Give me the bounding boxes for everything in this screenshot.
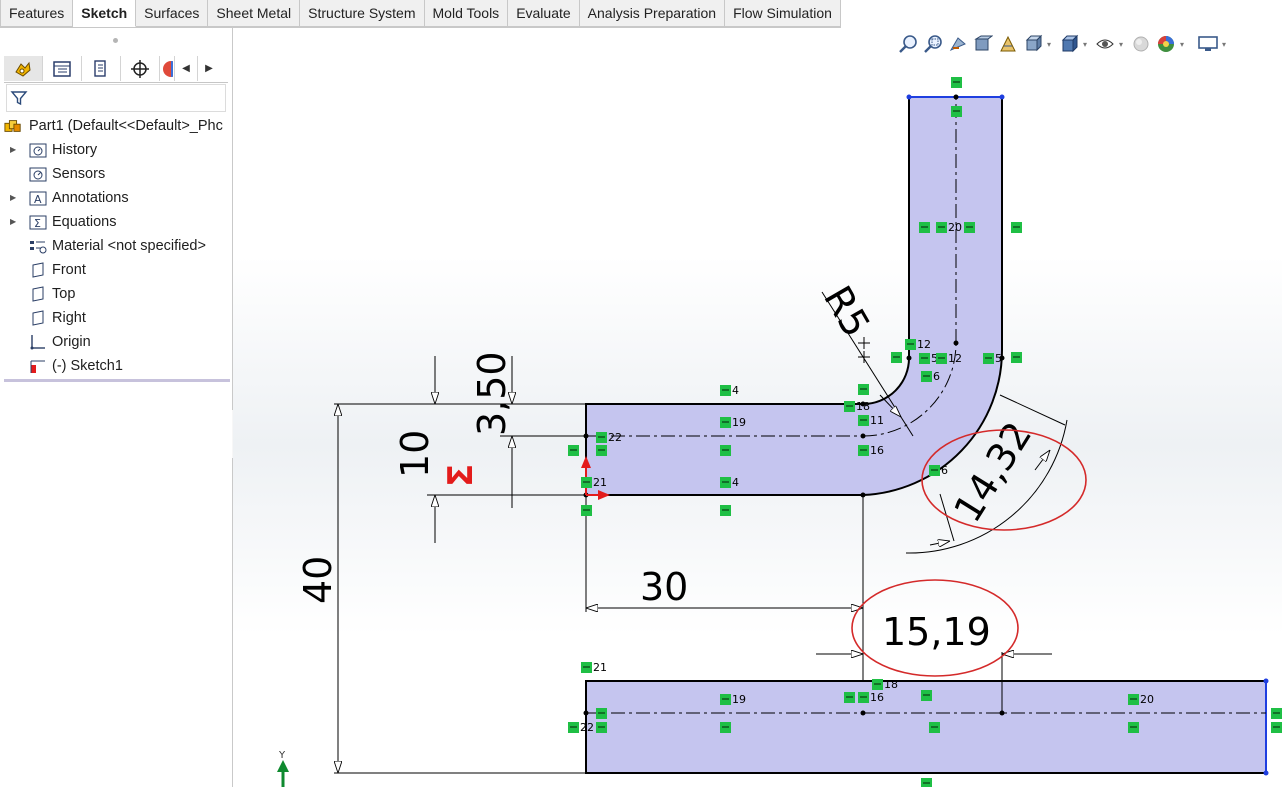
tree-item-label: Material <not specified> [52,238,206,254]
tree-filter[interactable] [6,84,226,112]
equations-icon: Σ [29,215,47,230]
tree-item-label: History [52,142,98,158]
plane-icon [32,286,44,302]
zoom-to-fit-button[interactable] [897,33,919,55]
edit-appearance-button[interactable] [1130,33,1152,55]
tree-item-label: Front [52,262,86,278]
apply-scene-button[interactable] [1155,33,1177,55]
view-orientation-dropdown-icon[interactable]: ▾ [1047,39,1052,49]
tree-root-part[interactable]: Part1 (Default<<Default>_Phc [0,114,232,138]
annotations-icon: A [29,191,47,206]
part-icon [4,120,21,132]
section-view-button[interactable] [972,33,994,55]
tree-item-history[interactable]: ▶ History [0,138,232,162]
tree-item-label: Equations [52,214,117,230]
dynamic-annotation-views-button[interactable] [997,33,1019,55]
plane-icon [32,262,44,278]
material-icon [30,241,47,254]
svg-text:A: A [34,193,42,206]
zoom-to-area-button[interactable] [922,33,944,55]
dimxpert-tab[interactable] [121,56,160,81]
feature-manager-panel: ◀ ▶ Part1 (Default<<Default>_Phc ▶ Histor… [0,28,233,787]
origin-icon [30,335,45,350]
tab-evaluate[interactable]: Evaluate [508,0,580,27]
tree-item-material-not-specified[interactable]: Material <not specified> [0,234,232,258]
tab-structure-system[interactable]: Structure System [300,0,425,27]
configuration-manager-icon [94,59,106,77]
panel-tabs-next-button[interactable]: ▶ [197,56,220,81]
eye-icon [1096,39,1114,49]
tree-item-label: (-) Sketch1 [52,358,123,374]
svg-text:Σ: Σ [34,217,41,230]
section-view-icon [974,35,993,51]
view-settings-dropdown-icon[interactable]: ▾ [1222,39,1227,49]
hide-show-items-button[interactable] [1094,33,1116,55]
filter-icon [10,91,28,106]
panel-tabs: ◀ ▶ [4,56,228,83]
tree-item-origin[interactable]: Origin [0,330,232,354]
configuration-manager-tab[interactable] [82,56,121,81]
view-settings-button[interactable] [1197,33,1219,55]
property-manager-tab[interactable] [43,56,82,81]
zoom-to-area-icon [924,35,942,53]
tab-flow-simulation[interactable]: Flow Simulation [725,0,841,27]
view-orientation-button[interactable] [1022,33,1044,55]
scene-icon [1158,36,1174,52]
hide-show-dropdown-icon[interactable]: ▾ [1119,39,1124,49]
monitor-icon [1198,36,1218,51]
property-manager-icon [53,60,71,77]
tree-item-label: Right [52,310,86,326]
scene-dropdown-icon[interactable]: ▾ [1180,39,1185,49]
expand-arrow-icon[interactable]: ▶ [10,145,17,154]
plane-icon [32,310,44,326]
appearance-icon [1133,36,1149,52]
tab-mold-tools[interactable]: Mold Tools [424,0,509,27]
tree-item-equations[interactable]: ▶ Σ Equations [0,210,232,234]
sensors-icon [29,167,47,182]
graphics-area[interactable] [233,28,1282,787]
tree-item-label: Origin [52,334,91,350]
tree-item-label: Top [52,286,76,302]
display-style-dropdown-icon[interactable]: ▾ [1083,39,1088,49]
display-manager-tab[interactable] [160,56,174,81]
feature-manager-icon [15,61,31,77]
feature-manager-tab[interactable] [4,56,43,81]
rollback-bar[interactable] [4,379,230,382]
expand-arrow-icon[interactable]: ▶ [10,217,17,226]
display-manager-icon [163,60,173,77]
dimxpert-icon [131,59,149,78]
tree-item-label: Sensors [52,166,106,182]
tree-item-top[interactable]: Top [0,282,232,306]
previous-view-icon [949,37,966,52]
tree-item-annotations[interactable]: ▶ A Annotations [0,186,232,210]
tree-root-label: Part1 (Default<<Default>_Phc [29,118,223,134]
panel-tabs-prev-button[interactable]: ◀ [174,56,197,81]
dynamic-annotation-icon [1000,35,1016,52]
tree-item-front[interactable]: Front [0,258,232,282]
tab-features[interactable]: Features [0,0,74,27]
tree-item-sketch1[interactable]: (-) Sketch1 [0,354,232,378]
tab-sketch[interactable]: Sketch [73,0,137,27]
sketch-icon [30,360,45,373]
view-orientation-icon [1025,34,1043,52]
tab-surfaces[interactable]: Surfaces [136,0,209,27]
panel-grip[interactable] [113,38,118,43]
tree-item-sensors[interactable]: Sensors [0,162,232,186]
previous-view-button[interactable] [947,33,969,55]
display-style-icon [1061,34,1079,53]
tree-item-right[interactable]: Right [0,306,232,330]
display-style-button[interactable] [1058,33,1080,55]
tab-sheet-metal[interactable]: Sheet Metal [208,0,301,27]
zoom-to-fit-icon [899,35,917,53]
history-icon [29,143,47,158]
expand-arrow-icon[interactable]: ▶ [10,193,17,202]
tree-item-label: Annotations [52,190,129,206]
tab-analysis-preparation[interactable]: Analysis Preparation [579,0,726,27]
heads-up-view-toolbar: ▾ ▾ ▾ ▾ ▾ [897,30,1230,58]
